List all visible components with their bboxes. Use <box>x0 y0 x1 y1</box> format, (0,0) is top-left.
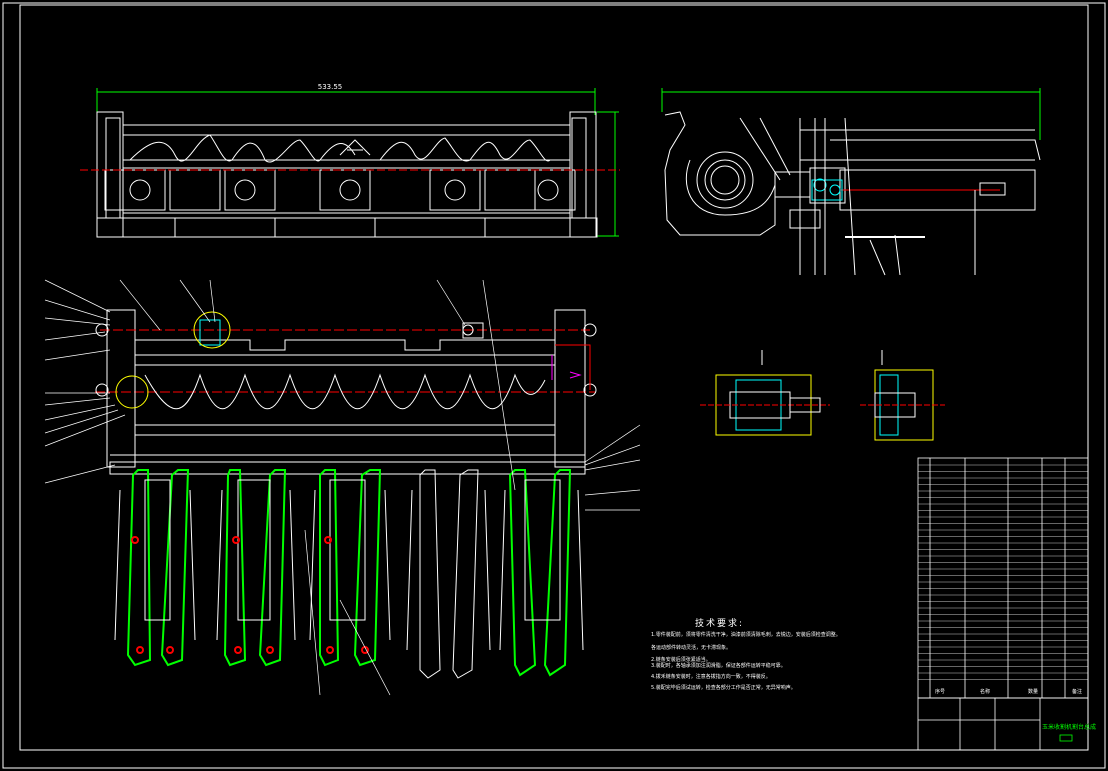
front-view <box>80 88 620 238</box>
dim-overall-width: 533.55 <box>318 83 343 91</box>
leader-lines <box>44 279 641 696</box>
tech-requirement-line: 2.链条安装后须张紧适当。 <box>651 657 711 663</box>
tech-requirement-line: 3.装配时，各轴承须加注润滑脂，保证各部件运转平稳可靠。 <box>651 663 786 669</box>
bom-rows <box>918 464 1088 680</box>
tech-requirement-line: 1.零件装配前，须将零件清洗干净，油漆前须清除毛刺，去锐边，安装后须检查调整。 <box>651 632 841 638</box>
bom-header-no: 序号 <box>935 689 946 695</box>
tech-requirement-line: 各运动部件转动灵活，无卡滞现象。 <box>651 645 732 651</box>
inner-frame <box>19 4 1089 751</box>
drawing-title: 玉米收割机割台总成 <box>1042 724 1097 731</box>
tech-requirements-title: 技术要求: <box>695 619 745 629</box>
plan-view <box>95 309 597 475</box>
bom-header-name: 名称 <box>980 689 991 695</box>
bom-table <box>917 457 1089 699</box>
side-view <box>661 88 1041 276</box>
detail-section-a <box>700 350 830 436</box>
tech-requirement-line: 4.拨禾链条安装时，注意各拨指方向一致，不得装反。 <box>651 674 771 680</box>
detail-section-b <box>860 350 945 441</box>
row-units <box>114 469 584 679</box>
bom-header-qty: 数量 <box>1028 689 1039 695</box>
bom-header-note: 备注 <box>1072 689 1083 695</box>
title-block <box>917 697 1089 751</box>
tech-requirement-line: 5.装配完毕后须试运转，检查各部分工作是否正常，无异常响声。 <box>651 685 796 691</box>
